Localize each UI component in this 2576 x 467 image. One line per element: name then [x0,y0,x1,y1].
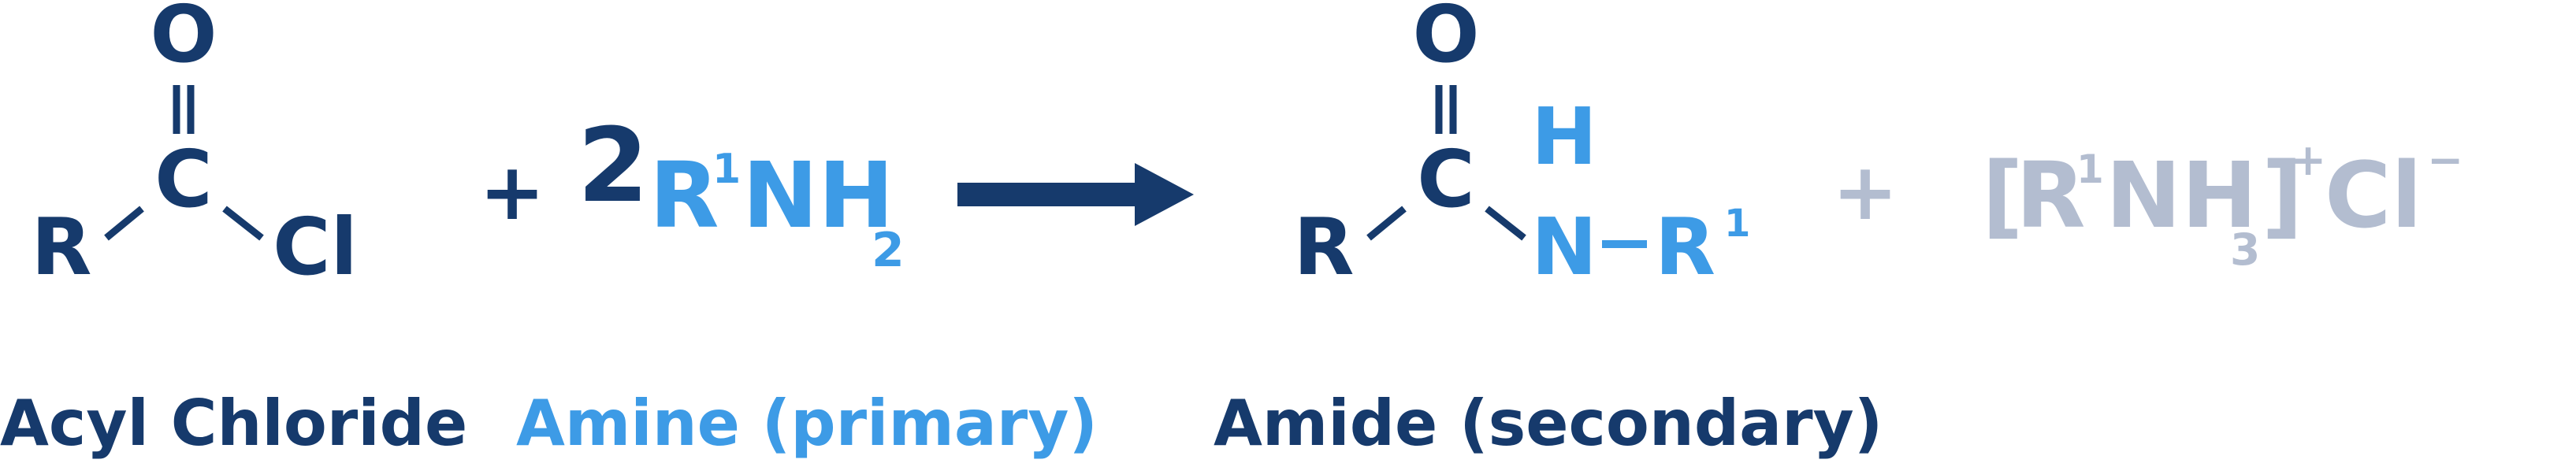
byproduct-r-group: R [2016,143,2086,249]
byproduct-open-bracket: [ [1982,143,2024,249]
byproduct-subscript: 3 [2230,224,2260,275]
amide-r1-superscript: 1 [1724,202,1750,246]
acyl-chloride-carbon: C [154,133,212,225]
acyl-chloride-bond-cl [222,206,264,241]
plus-sign-reagent: + [479,146,545,238]
amide-hydrogen: H [1531,91,1597,183]
byproduct-r-superscript: 1 [2076,146,2104,192]
amide-nitrogen: N [1531,201,1597,293]
acyl-chloride-r-group: R [31,201,91,293]
amide-r-group: R [1293,201,1354,293]
byproduct-nh: NH [2106,143,2258,249]
amide-structure: O C R H N R 1 [1293,0,1750,293]
amine-r-group: R [649,143,719,249]
amide-bond-r [1366,206,1407,241]
byproduct-charge-minus: − [2427,135,2463,185]
acyl-chloride-label: Acyl Chloride [0,387,467,460]
acyl-chloride-oxygen: O [150,0,217,80]
acyl-chloride-structure: O C R Cl [31,0,357,293]
right-arrow-icon [957,163,1194,226]
byproduct-charge-plus: + [2290,135,2326,185]
amine-subscript: 2 [872,223,905,278]
plus-sign-byproduct: + [1832,146,1898,238]
amide-label: Amide (secondary) [1214,387,1883,460]
amide-oxygen: O [1412,0,1479,80]
amine-r-superscript: 1 [712,146,741,193]
amide-bond-n [1485,206,1526,241]
byproduct-structure: + [ R 1 NH 3 ] + Cl − [1832,135,2463,275]
amide-carbon: C [1417,133,1474,225]
byproduct-close-bracket: ] [2262,143,2303,249]
acyl-chloride-bond-r [104,206,144,241]
amine-structure: R 1 NH 2 [649,143,905,278]
amine-coefficient: 2 [578,106,649,225]
amine-label: Amine (primary) [516,387,1098,460]
amine-nh: NH [742,143,894,249]
amide-r1-group: R [1655,201,1715,293]
acyl-chloride-chlorine: Cl [273,201,358,293]
byproduct-chlorine: Cl [2325,143,2422,249]
